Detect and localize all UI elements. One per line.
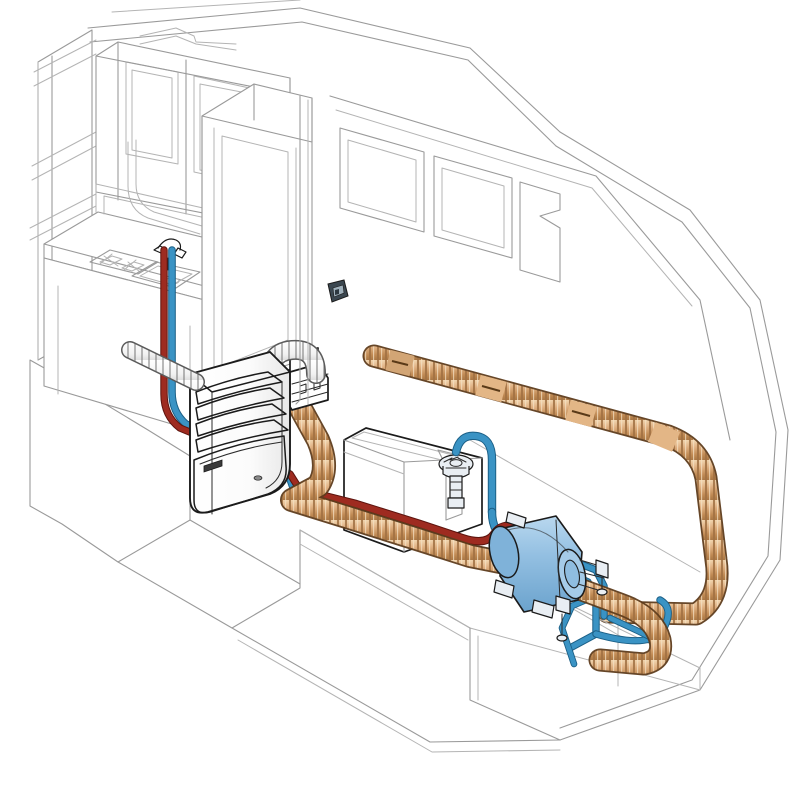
drain-valve-lower [555,595,571,642]
boiler [488,511,609,642]
duct-sleeves [385,349,681,452]
rear-windows [339,127,561,283]
warm-air-duct-rear-run [362,344,729,626]
submersible-pump [438,454,474,509]
wardrobe [201,83,313,397]
heater-side-duct [121,341,205,391]
warm-air-duct-right-run [554,572,673,676]
drain-valve-upper [595,559,609,596]
gas-heater [189,339,329,515]
warm-air-duct-floor-run [280,388,532,578]
partition-wall-edge [295,95,309,405]
control-panel[interactable] [327,279,349,303]
